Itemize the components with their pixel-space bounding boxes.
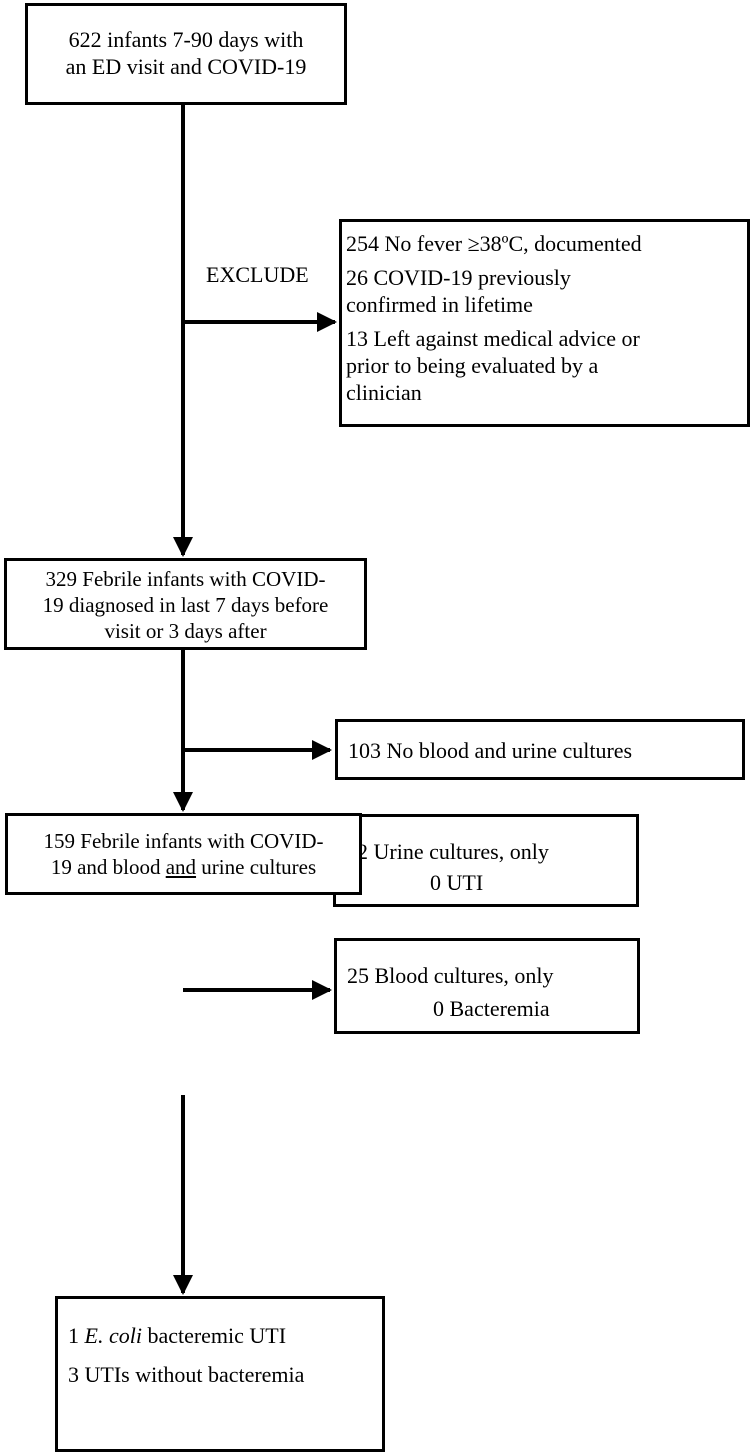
febrile-line-1: 329 Febrile infants with COVID- [45, 567, 326, 591]
febrile-line-2: 19 diagnosed in last 7 days before [42, 593, 329, 617]
outcome-line-2: 3 UTIs without bacteremia [68, 1362, 305, 1387]
outcome-count-1: 1 [68, 1323, 85, 1348]
exclusion-ama-line-2: prior to being evaluated by a [346, 353, 599, 378]
urine-only-line-1: 42 Urine cultures, only [346, 839, 549, 864]
both-line-2-a: 19 and blood [50, 855, 166, 879]
exclusion-ama-line-1: 13 Left against medical advice or [346, 326, 640, 351]
no-cultures-text: 103 No blood and urine cultures [348, 738, 633, 763]
outcome-organism: E. coli [84, 1323, 142, 1348]
both-line-1: 159 Febrile infants with COVID- [43, 829, 324, 853]
blood-only-box: 25 Blood cultures, only 0 Bacteremia [334, 938, 640, 1034]
both-line-2: 19 and blood and urine cultures [8, 854, 359, 880]
outcome-rest-1: bacteremic UTI [141, 1323, 287, 1348]
urine-only-line-2: 0 UTI [430, 870, 484, 895]
start-line-2: an ED visit and COVID-19 [65, 54, 307, 79]
exclusion-covid-line-2: confirmed in lifetime [346, 292, 533, 317]
urine-only-box: 42 Urine cultures, only 0 UTI [333, 814, 639, 907]
febrile-box: 329 Febrile infants with COVID- 19 diagn… [4, 558, 367, 650]
blood-only-line-2: 0 Bacteremia [433, 996, 550, 1021]
both-line-2-b: urine cultures [196, 855, 317, 879]
exclude-label: EXCLUDE [206, 262, 309, 287]
start-box: 622 infants 7-90 days with an ED visit a… [25, 3, 347, 105]
outcome-box: 1 E. coli bacteremic UTI 3 UTIs without … [55, 1296, 385, 1452]
exclusion-covid-line-1: 26 COVID-19 previously [346, 265, 571, 290]
exclusion-fever: 254 No fever ≥38ºC, documented [346, 231, 642, 256]
start-line-1: 622 infants 7-90 days with [68, 27, 304, 52]
exclusions-box: 254 No fever ≥38ºC, documented 26 COVID-… [339, 219, 750, 427]
exclusion-ama-line-3: clinician [346, 380, 422, 405]
outcome-line-1: 1 E. coli bacteremic UTI [68, 1322, 382, 1349]
both-line-2-and: and [165, 855, 197, 879]
no-cultures-box: 103 No blood and urine cultures [335, 719, 745, 780]
febrile-line-3: visit or 3 days after [104, 619, 267, 643]
both-cultures-box: 159 Febrile infants with COVID- 19 and b… [5, 813, 362, 895]
blood-only-line-1: 25 Blood cultures, only [347, 963, 554, 988]
